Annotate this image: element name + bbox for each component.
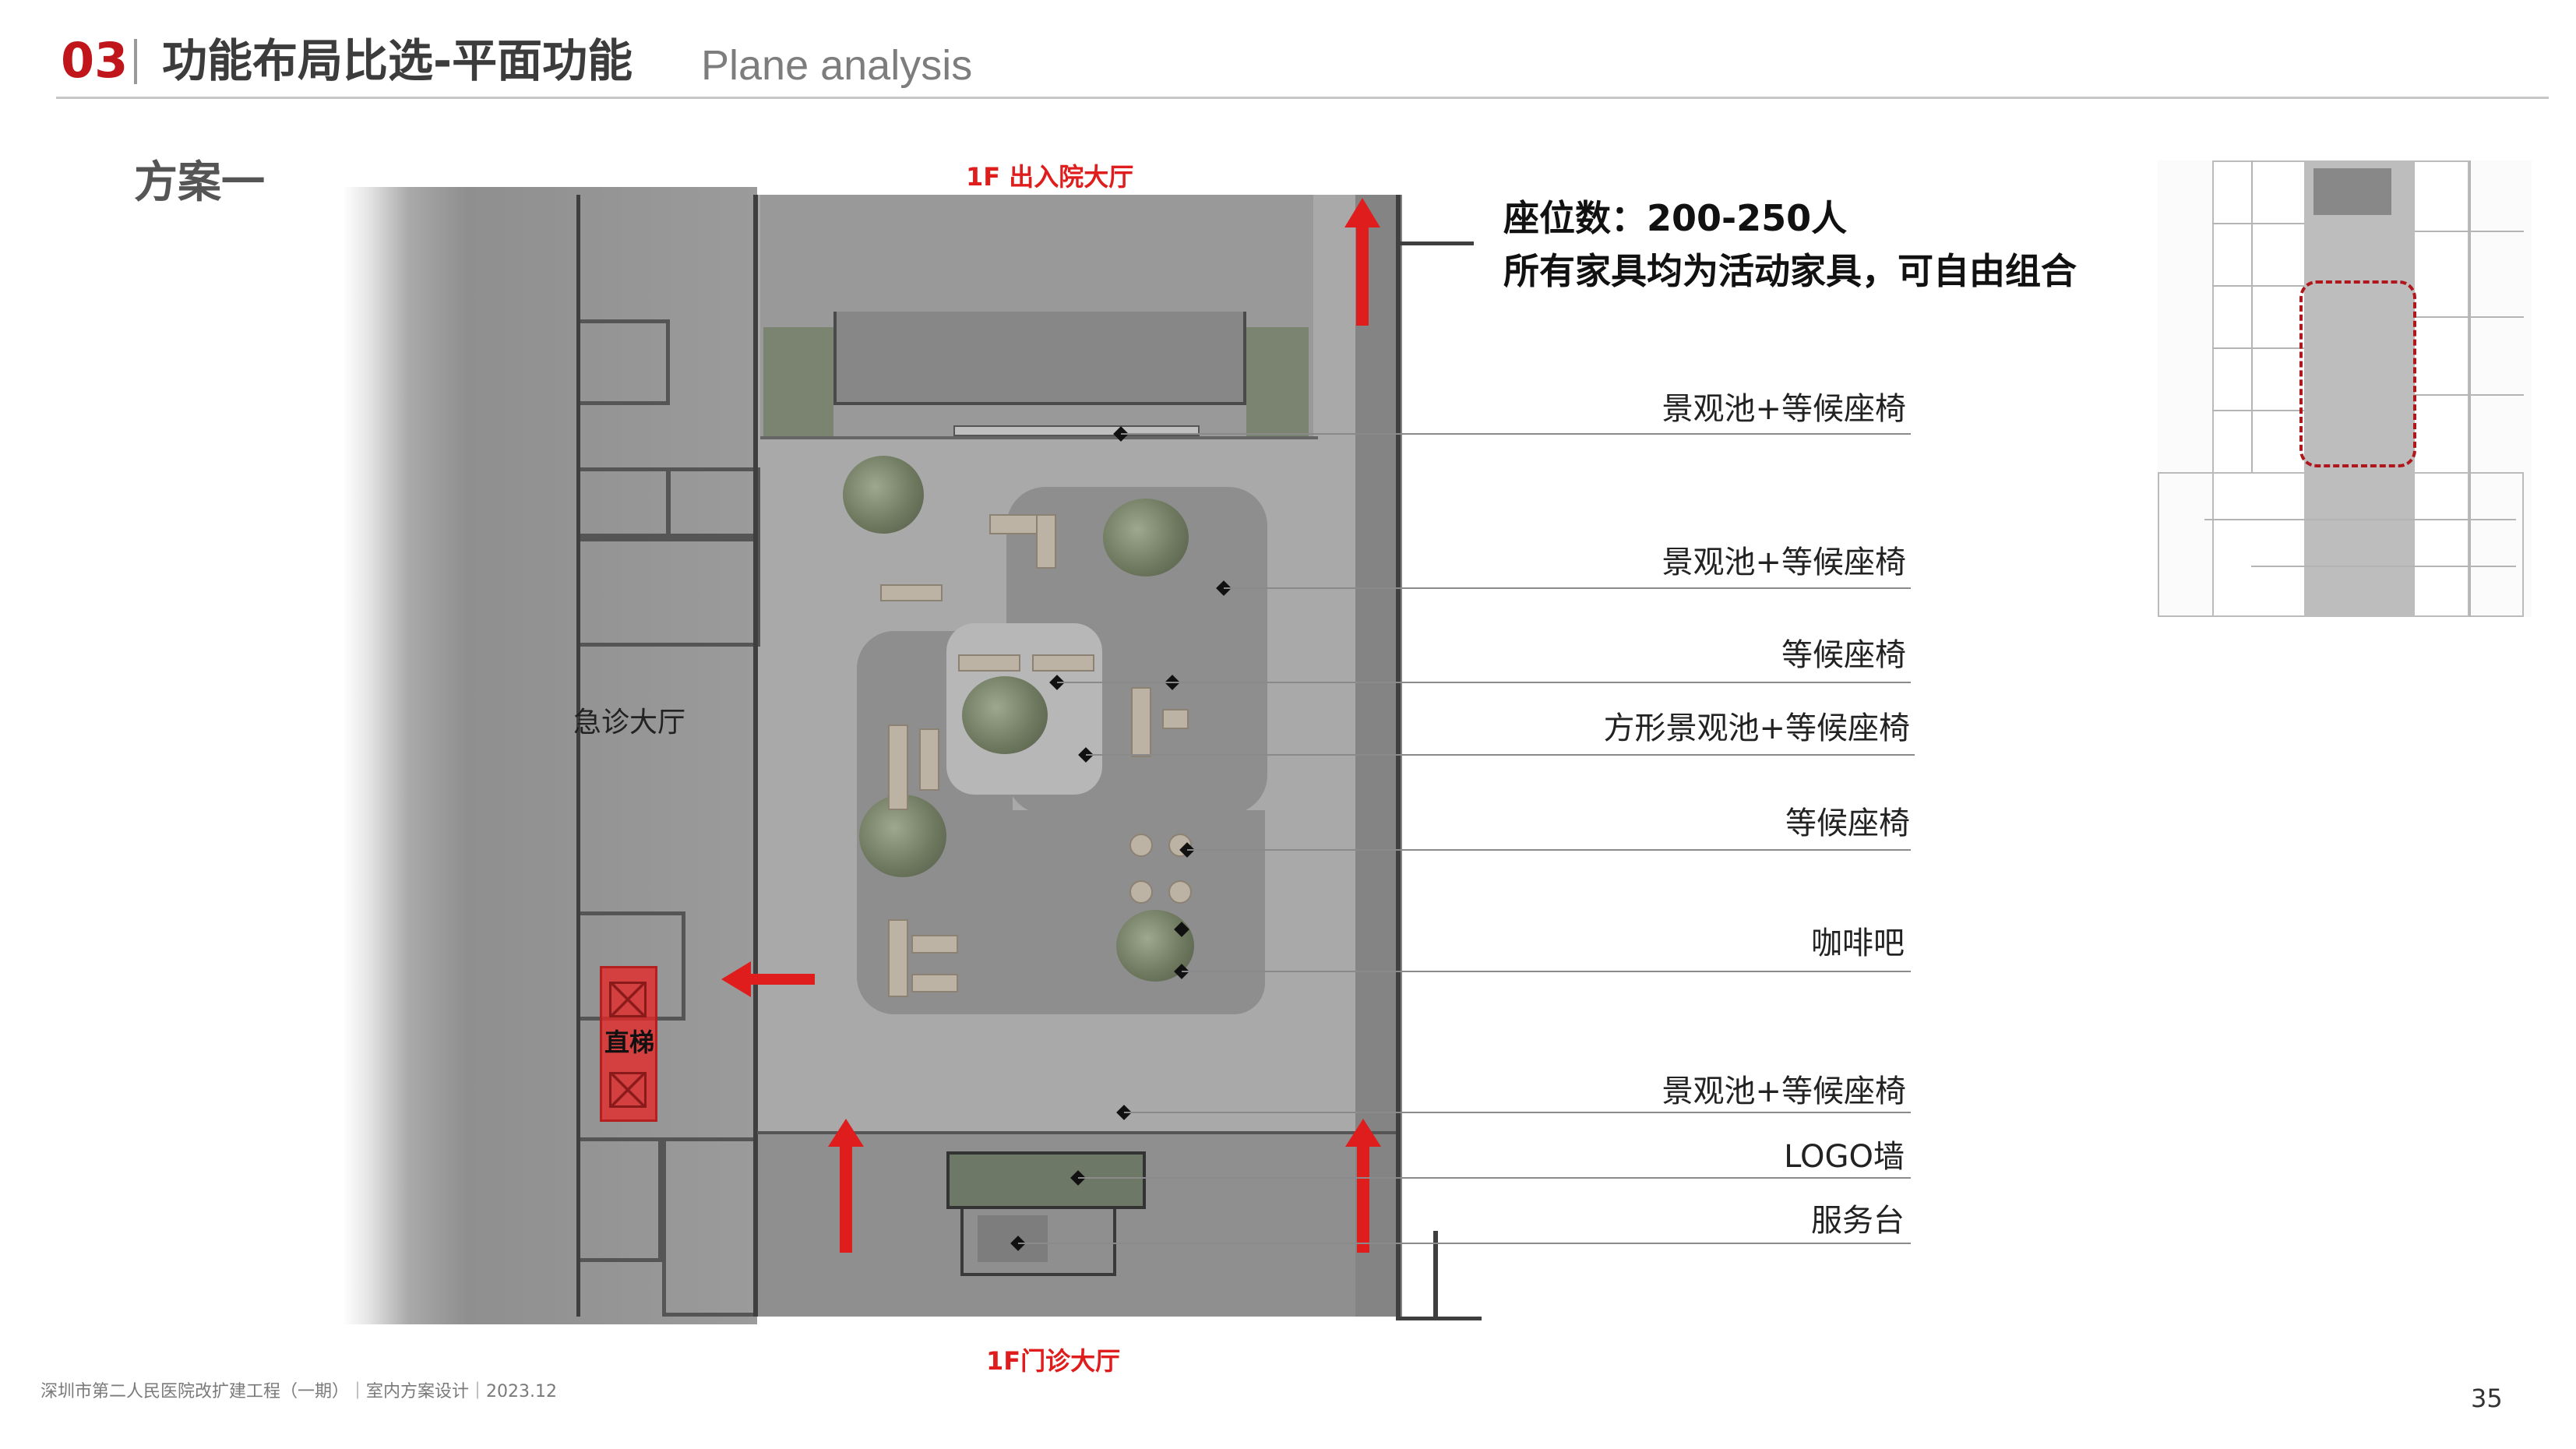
service-desk-counter — [978, 1215, 1048, 1262]
leader-line — [1124, 1112, 1911, 1113]
arrow-up-icon — [828, 1119, 864, 1253]
waiting-seat — [1131, 687, 1151, 757]
callout-label: 等候座椅 — [1785, 806, 1910, 841]
page-number: 35 — [2471, 1384, 2503, 1413]
bottom-entrance-label: 1F门诊大厅 — [986, 1346, 1121, 1376]
leader-line — [1018, 1243, 1911, 1244]
leader-line — [1057, 682, 1911, 683]
page-title: 功能布局比选-平面功能 — [162, 34, 633, 87]
seat-info: 座位数：200-250人 所有家具均为活动家具，可自由组合 — [1503, 192, 2077, 298]
wall — [760, 436, 1318, 439]
cafe-table — [1129, 880, 1153, 904]
wall — [1433, 1231, 1438, 1317]
callout-label: 方形景观池+等候座椅 — [1603, 710, 1910, 746]
arrow-up-icon — [1345, 1119, 1381, 1253]
elevator-car — [609, 1072, 647, 1108]
top-entrance-label: 1F 出入院大厅 — [966, 162, 1134, 192]
waiting-seat — [911, 974, 958, 992]
wall — [1396, 242, 1474, 245]
waiting-seat — [888, 919, 908, 997]
waiting-seat — [880, 584, 943, 601]
callout-label: 服务台 — [1811, 1203, 1905, 1239]
callout-label: 等候座椅 — [1781, 637, 1906, 673]
key-plan — [2158, 160, 2532, 617]
waiting-seat — [1036, 514, 1056, 569]
section-number: 03 — [61, 32, 129, 89]
floor-plan: 急诊大厅 直梯 — [343, 187, 1496, 1324]
arrow-up-icon — [1344, 198, 1380, 326]
west-room — [667, 467, 760, 538]
landscape-pool — [1103, 499, 1189, 576]
top-planter — [1246, 327, 1309, 436]
waiting-seat — [1032, 654, 1094, 672]
waiting-seat — [911, 935, 958, 954]
wall — [1396, 1317, 1482, 1320]
scheme-title: 方案一 — [134, 157, 265, 208]
header-separator — [134, 39, 137, 84]
page-subtitle: Plane analysis — [701, 42, 973, 89]
leader-line — [1086, 754, 1915, 756]
wall — [576, 195, 580, 1317]
logo-wall-planter — [946, 1151, 1146, 1209]
leader-line — [1187, 849, 1911, 851]
landscape-pool — [962, 676, 1048, 754]
callout-label: 景观池+等候座椅 — [1662, 391, 1906, 427]
key-plan-highlight — [2299, 280, 2416, 467]
elevator-car — [609, 982, 647, 1017]
landscape-pool — [843, 456, 924, 534]
footer-text: 深圳市第二人民医院改扩建工程（一期）｜室内方案设计｜2023.12 — [41, 1382, 557, 1401]
wall — [753, 195, 758, 1317]
callout-label: 咖啡吧 — [1811, 925, 1905, 961]
leader-line — [1182, 971, 1911, 972]
top-planter — [763, 327, 833, 436]
waiting-seat — [958, 654, 1020, 672]
waiting-seat — [919, 728, 939, 791]
leader-line — [1121, 433, 1911, 435]
seat-count: 座位数：200-250人 — [1503, 197, 1848, 239]
key-plan-hall — [2304, 160, 2415, 617]
elevator-label: 直梯 — [604, 1028, 655, 1057]
west-corridor-zone — [343, 187, 757, 1324]
leader-line — [1078, 1177, 1911, 1179]
waiting-seat — [888, 724, 908, 810]
top-bench — [833, 312, 1246, 405]
arrow-left-icon — [721, 961, 815, 997]
leader-line — [1224, 587, 1911, 589]
furniture-note: 所有家具均为活动家具，可自由组合 — [1503, 250, 2077, 292]
wall — [757, 1131, 1396, 1134]
cafe-table — [1129, 834, 1153, 857]
waiting-seat — [1162, 709, 1189, 729]
wall — [1396, 195, 1401, 1317]
cafe-table — [1168, 880, 1192, 904]
callout-label: LOGO墙 — [1784, 1139, 1905, 1175]
callout-label: 景观池+等候座椅 — [1662, 1074, 1906, 1109]
flow-arrows — [721, 198, 1381, 1253]
callout-label: 景观池+等候座椅 — [1662, 545, 1906, 580]
key-plan-hall — [2313, 168, 2391, 215]
header-divider — [56, 97, 2549, 99]
emergency-hall-label: 急诊大厅 — [573, 707, 686, 739]
